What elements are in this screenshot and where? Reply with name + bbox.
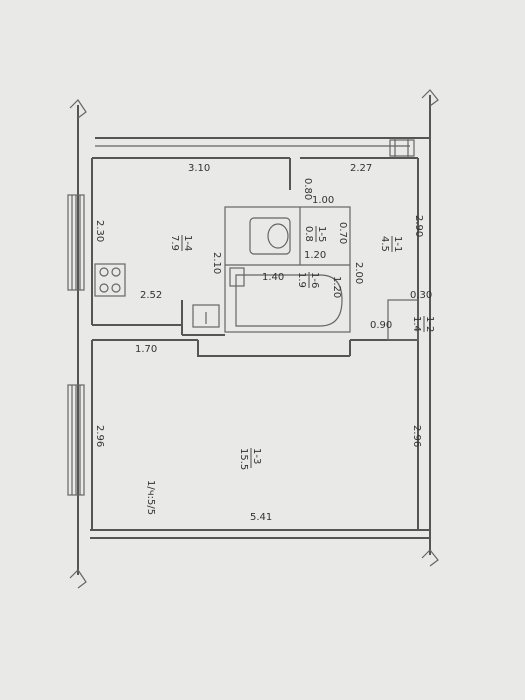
dim-0-90: 0.90 [370,320,392,331]
room-1-3-label: 1-3 15.5 [238,448,262,470]
toilet-icon [249,217,291,255]
ventilation-mark [389,138,415,158]
svg-text:4.5: 4.5 [379,236,390,252]
dim-bath-length: 1.20 [331,276,342,298]
dim-1-70: 1.70 [135,344,157,355]
dim-hall-width: 2.27 [350,163,372,174]
dim-room-width: 5.41 [250,512,272,523]
room-1-5-label: 1-5 0.8 [303,226,327,242]
svg-text:15.5: 15.5 [238,448,249,470]
dim-2-00: 2.00 [353,262,364,284]
room-1-1-label: 1-1 4.5 [379,236,403,252]
svg-text:1.9: 1.9 [296,272,307,288]
dim-wc-width: 1.20 [304,250,326,261]
svg-text:1-1: 1-1 [392,236,403,252]
dim-hall-length: 2.90 [413,215,424,237]
dim-0-80: 0.80 [302,178,313,200]
svg-text:1-2: 1-2 [424,316,435,332]
window-room [67,384,85,496]
dim-1-00: 1.00 [312,195,334,206]
svg-text:0.8: 0.8 [303,226,314,242]
room-1-2-label: 1-2 1.4 [411,316,435,332]
svg-text:1-4: 1-4 [182,235,193,251]
exterior-walls [69,89,439,589]
dim-0-70: 0.70 [337,222,348,244]
room-labels: 1-1 4.5 1-2 1.4 1-3 15.5 1-4 7.9 1-5 0.8… [169,226,435,470]
washbasin-icon [229,267,245,287]
interior-walls [91,157,419,530]
dim-kitchen-length: 2.30 [94,220,105,242]
room-1-6-label: 1-6 1.9 [296,272,320,288]
stove-icon [94,263,126,297]
sink-icon [192,304,220,328]
svg-text:1-3: 1-3 [251,448,262,464]
dim-room-length-right: 2.96 [411,425,422,447]
dim-0-30: 0.30 [410,290,432,301]
dim-bath-width: 1.40 [262,272,284,283]
dim-room-length-left: 2.96 [94,425,105,447]
dimension-labels: 3.10 2.27 0.80 1.00 2.90 2.30 0.70 1.20 … [94,163,432,523]
window-kitchen [67,194,85,291]
svg-text:1-6: 1-6 [309,272,320,288]
svg-text:1.4: 1.4 [411,316,422,332]
room-1-4-label: 1-4 7.9 [169,235,193,251]
annotation-mark: 1/ч:5/5 [145,480,156,515]
dim-kitchen-width: 3.10 [188,163,210,174]
dim-2-10: 2.10 [211,252,222,274]
svg-text:7.9: 7.9 [169,235,180,251]
dim-2-52: 2.52 [140,290,162,301]
svg-text:1-5: 1-5 [316,226,327,242]
bathtub-icon [235,274,343,327]
